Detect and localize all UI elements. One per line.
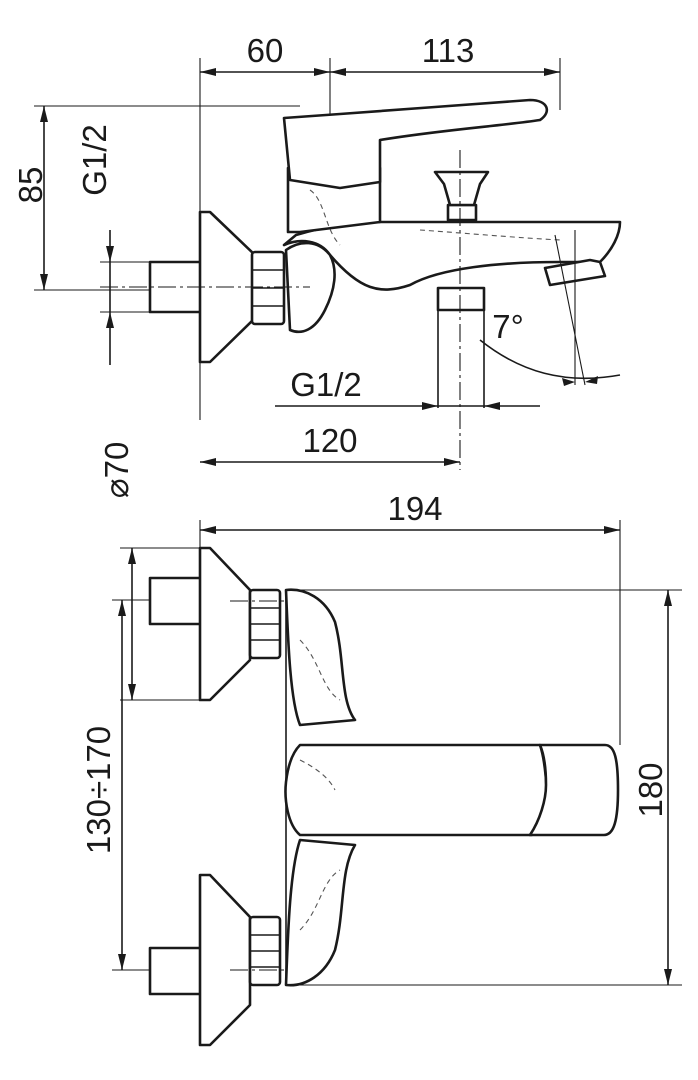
dimension-120: 120 [302, 422, 357, 459]
dimension-85: 85 [12, 167, 49, 204]
thread-bottom-label: G1/2 [290, 366, 362, 403]
dimension-60: 60 [247, 32, 284, 69]
dimension-180: 180 [632, 762, 669, 817]
diameter-label: ⌀70 [98, 442, 135, 499]
dimension-194: 194 [387, 490, 442, 527]
angle-label: 7° [492, 308, 524, 345]
front-elevation-view: ⌀70 194 130÷170 180 [80, 442, 682, 1047]
dimension-113: 113 [422, 32, 475, 69]
thread-side-label: G1/2 [76, 124, 113, 196]
dimension-130-170: 130÷170 [80, 726, 117, 854]
side-elevation-view: 60 113 85 G1/2 [12, 32, 622, 470]
